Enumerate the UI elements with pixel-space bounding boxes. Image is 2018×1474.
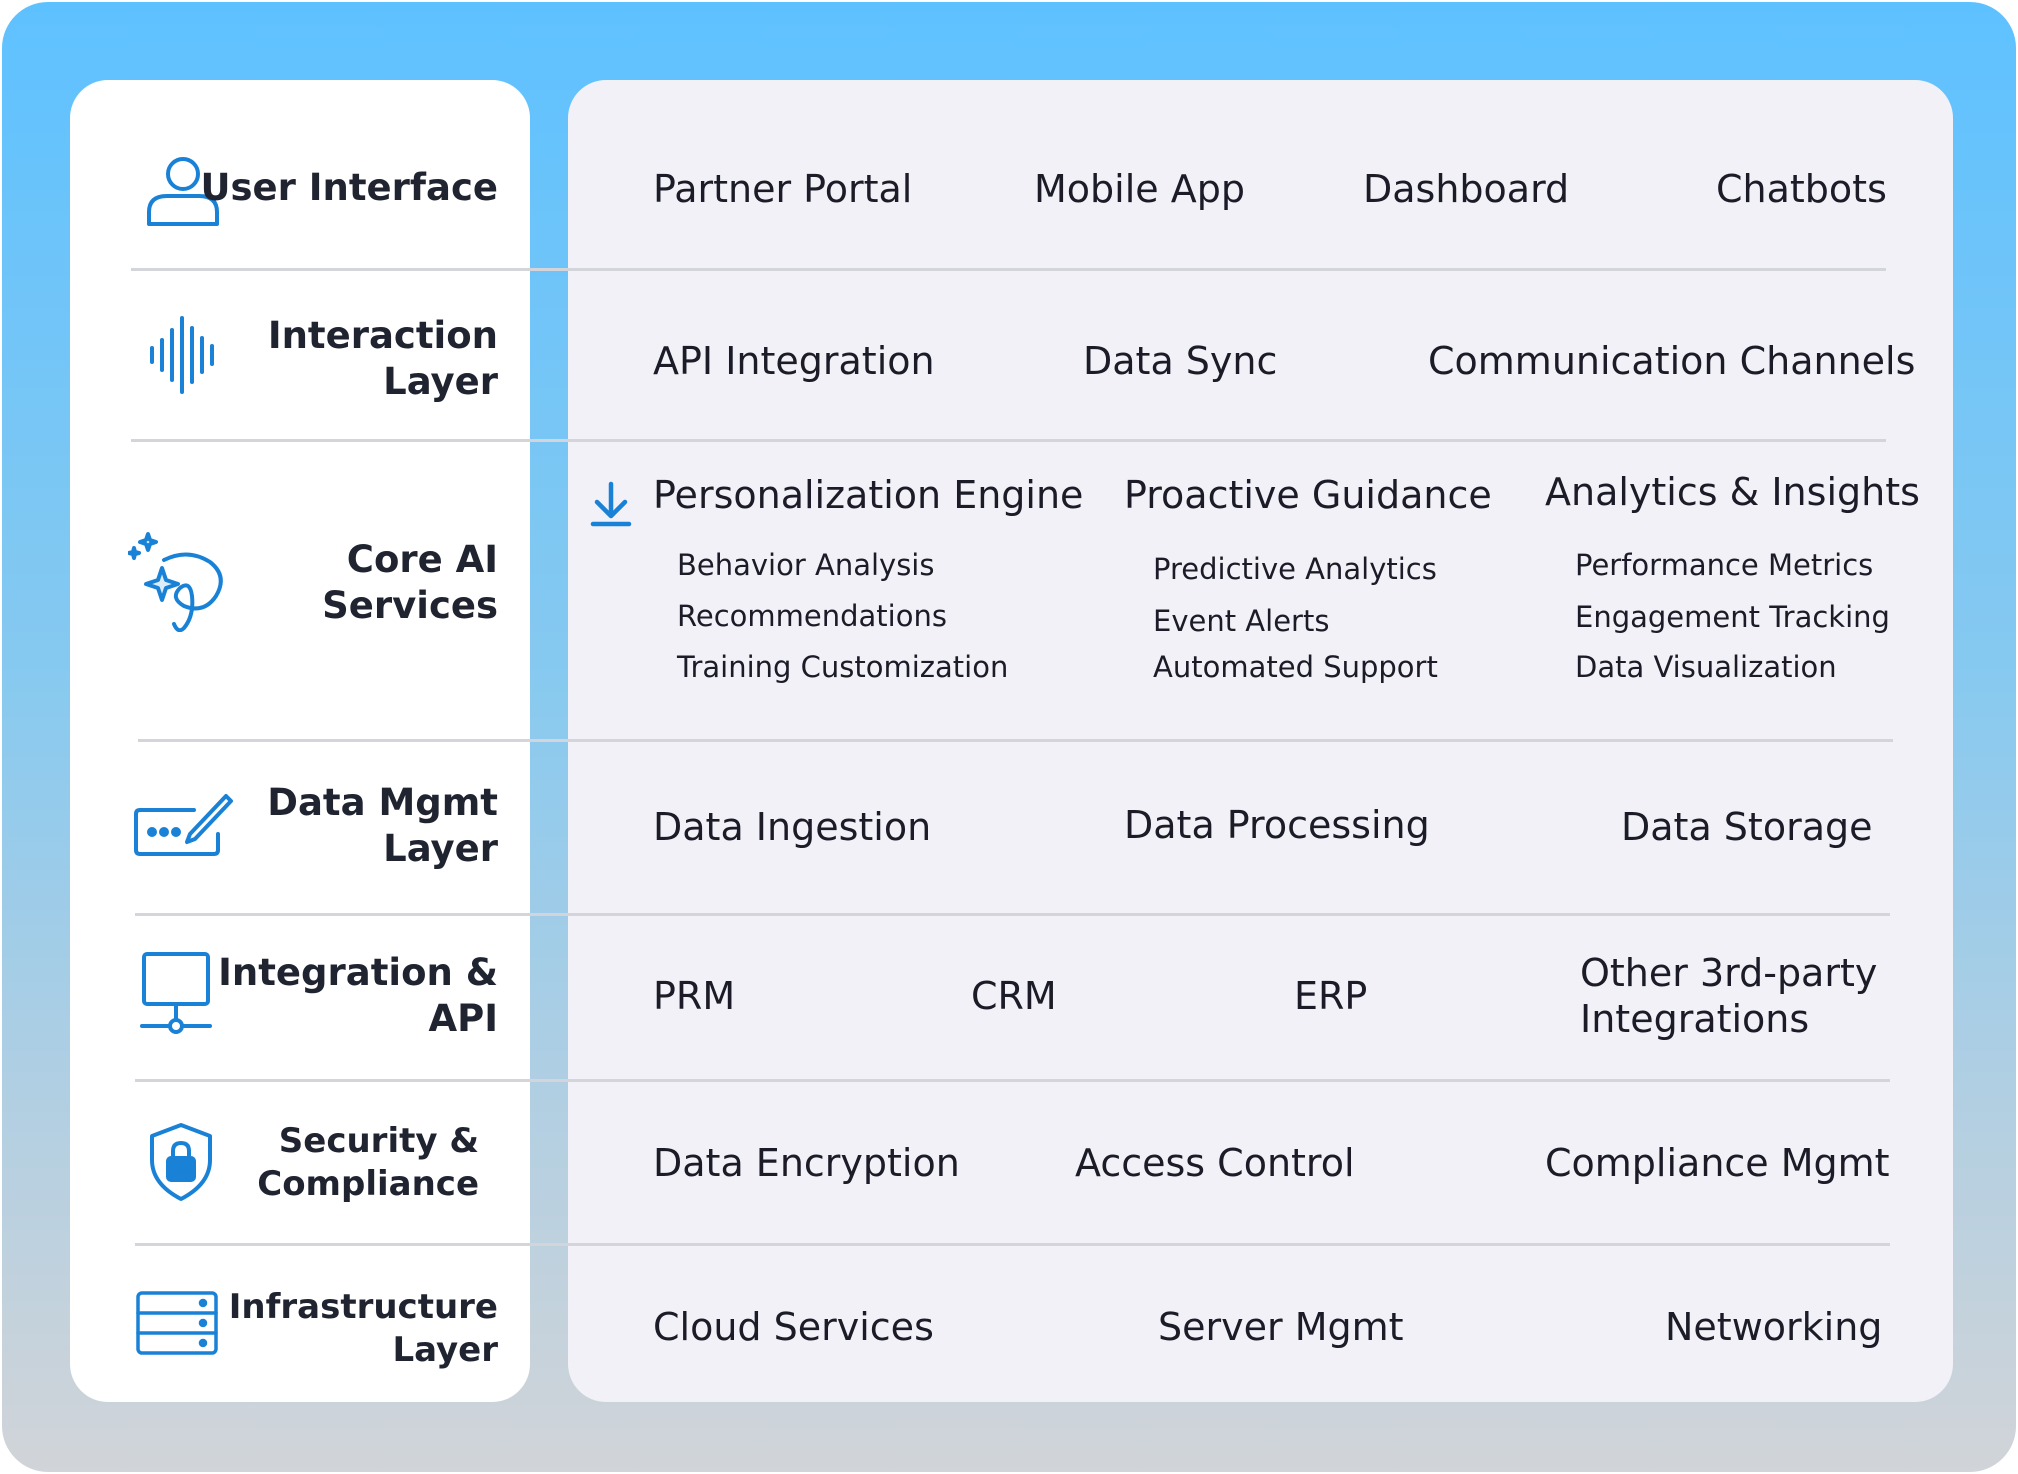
network-monitor-icon [140, 950, 212, 1034]
row-divider [138, 739, 1893, 742]
layer-label-infrastructure: Infrastructure Layer [228, 1287, 498, 1370]
component-networking: Networking [1665, 1305, 1883, 1349]
component-compliance-mgmt: Compliance Mgmt [1545, 1141, 1890, 1185]
component-dashboard: Dashboard [1363, 167, 1570, 211]
layer-label-security: Security & Compliance [257, 1121, 479, 1204]
component-data-sync: Data Sync [1083, 339, 1278, 383]
row-divider [135, 913, 1890, 916]
data-input-icon [132, 790, 234, 858]
sub-behavior-analysis: Behavior Analysis [677, 548, 935, 582]
sub-data-visualization: Data Visualization [1575, 650, 1837, 684]
component-mobile-app: Mobile App [1034, 167, 1245, 211]
component-communication-channels: Communication Channels [1428, 339, 1916, 383]
component-cloud-services: Cloud Services [653, 1305, 934, 1349]
component-other-integrations: Other 3rd-party Integrations [1580, 951, 1878, 1041]
group-analytics-insights: Analytics & Insights [1545, 470, 1920, 514]
server-rack-icon [135, 1290, 219, 1356]
component-chatbots: Chatbots [1716, 167, 1887, 211]
row-divider [131, 268, 1886, 271]
layer-label-data-mgmt: Data Mgmt Layer [267, 781, 498, 870]
sub-automated-support: Automated Support [1153, 650, 1438, 684]
component-api-integration: API Integration [653, 339, 935, 383]
component-erp: ERP [1294, 974, 1368, 1018]
sub-recommendations: Recommendations [677, 599, 947, 633]
user-icon [145, 150, 221, 228]
component-data-processing: Data Processing [1124, 803, 1430, 847]
row-divider [135, 1243, 1890, 1246]
layer-label-interaction: Interaction Layer [267, 314, 498, 403]
component-prm: PRM [653, 974, 736, 1018]
component-partner-portal: Partner Portal [653, 167, 913, 211]
sound-wave-icon [148, 314, 222, 396]
sub-training-customization: Training Customization [677, 650, 1009, 684]
layer-label-user-interface: User Interface [200, 166, 498, 209]
component-data-encryption: Data Encryption [653, 1141, 960, 1185]
sparkle-ai-icon [128, 530, 228, 632]
component-data-storage: Data Storage [1621, 805, 1873, 849]
component-data-ingestion: Data Ingestion [653, 805, 932, 849]
component-server-mgmt: Server Mgmt [1158, 1305, 1404, 1349]
layer-label-integration-api: Integration & API [218, 951, 498, 1040]
layer-label-core-ai: Core AI Services [322, 538, 498, 627]
sub-predictive-analytics: Predictive Analytics [1153, 552, 1437, 586]
group-proactive-guidance: Proactive Guidance [1124, 473, 1492, 517]
download-arrow-icon [589, 480, 633, 528]
component-access-control: Access Control [1075, 1141, 1355, 1185]
sub-event-alerts: Event Alerts [1153, 604, 1330, 638]
sub-performance-metrics: Performance Metrics [1575, 548, 1874, 582]
sub-engagement-tracking: Engagement Tracking [1575, 600, 1890, 634]
shield-lock-icon [148, 1122, 214, 1202]
row-divider [131, 439, 1886, 442]
row-divider [135, 1079, 1890, 1082]
component-crm: CRM [971, 974, 1057, 1018]
group-personalization-engine: Personalization Engine [653, 473, 1084, 517]
